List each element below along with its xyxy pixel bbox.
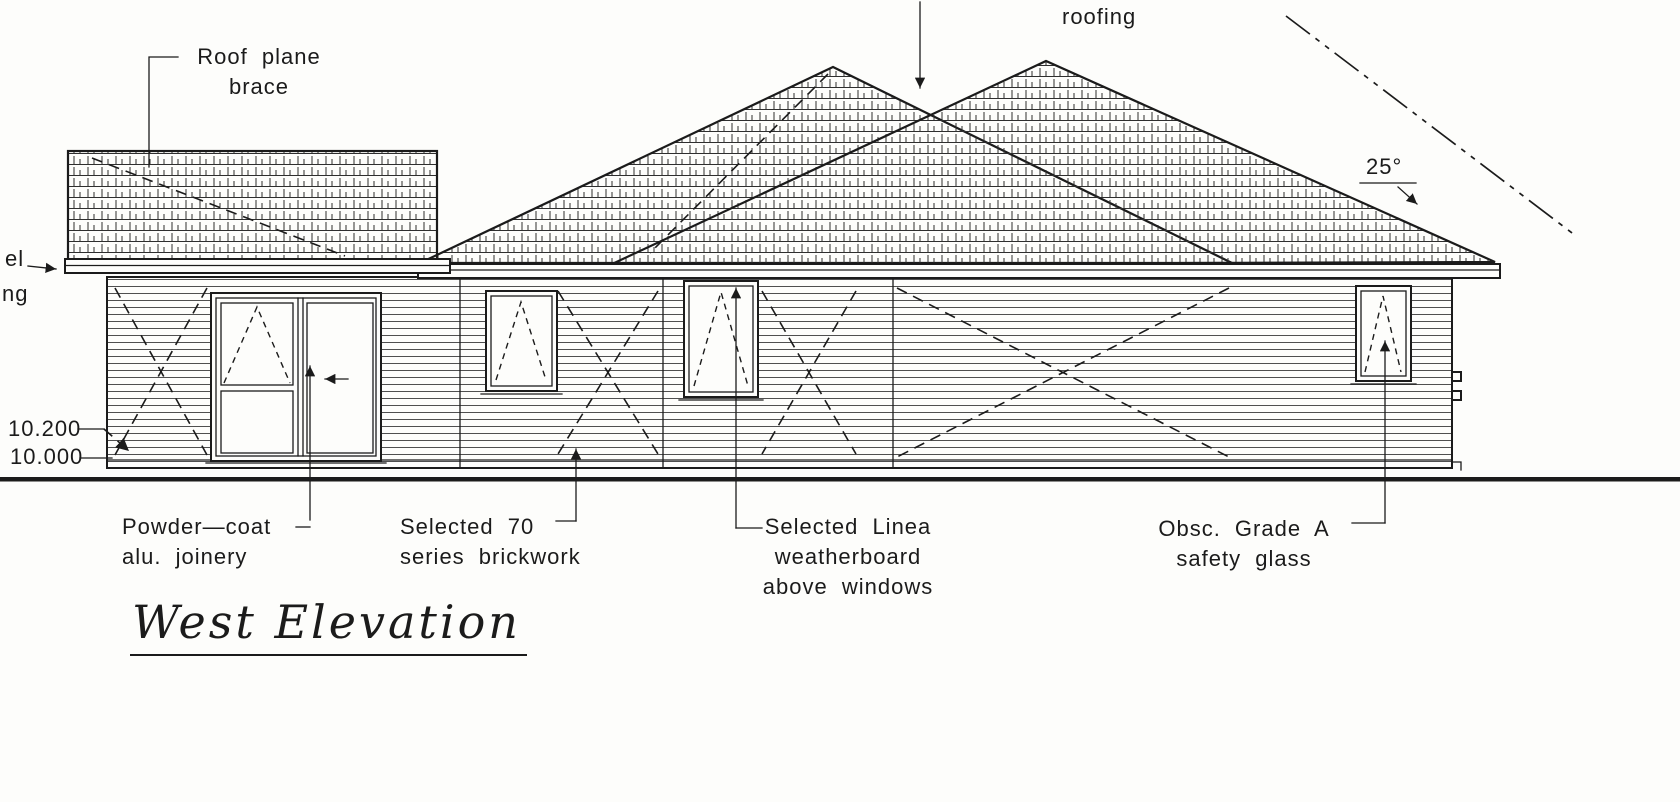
leader-roof-plane-brace <box>148 56 179 168</box>
label-weatherboard: Selected Linea weatherboard above window… <box>762 514 934 599</box>
pitch-arrow <box>1397 186 1418 205</box>
drawing-title: West Elevation <box>130 595 527 656</box>
wall-bracing <box>114 287 1230 458</box>
label-safety-glass: Obsc. Grade A safety glass <box>1158 516 1330 571</box>
roof-hidden-line <box>649 73 829 254</box>
label-roofing: roofing <box>1062 4 1137 29</box>
window-right-small <box>1350 285 1417 385</box>
label-cutoff-left-bottom: ng <box>2 281 29 306</box>
window-mid-left <box>480 290 563 395</box>
leader-lines <box>27 1 1577 529</box>
fascia <box>64 258 1501 279</box>
label-level-upper: 10.200 <box>8 416 82 441</box>
label-roof-plane-brace: Roof plane brace <box>197 44 321 99</box>
sliding-door <box>205 292 387 464</box>
roof-left-block <box>66 149 439 262</box>
ground-line <box>0 477 1680 482</box>
roof-plane-brace-line <box>91 157 346 257</box>
label-cutoff-left-top: el <box>5 246 25 271</box>
leader-level-upper-arrow <box>103 428 130 452</box>
leader-fascia-arrow <box>27 262 57 274</box>
label-roof-pitch: 25° <box>1366 154 1403 179</box>
label-level-lower: 10.000 <box>10 444 84 469</box>
label-brickwork: Selected 70 series brickwork <box>400 514 581 569</box>
window-mid-right <box>678 280 764 401</box>
label-joinery: Powder—coat alu. joinery <box>122 514 272 569</box>
roof <box>66 59 1496 267</box>
